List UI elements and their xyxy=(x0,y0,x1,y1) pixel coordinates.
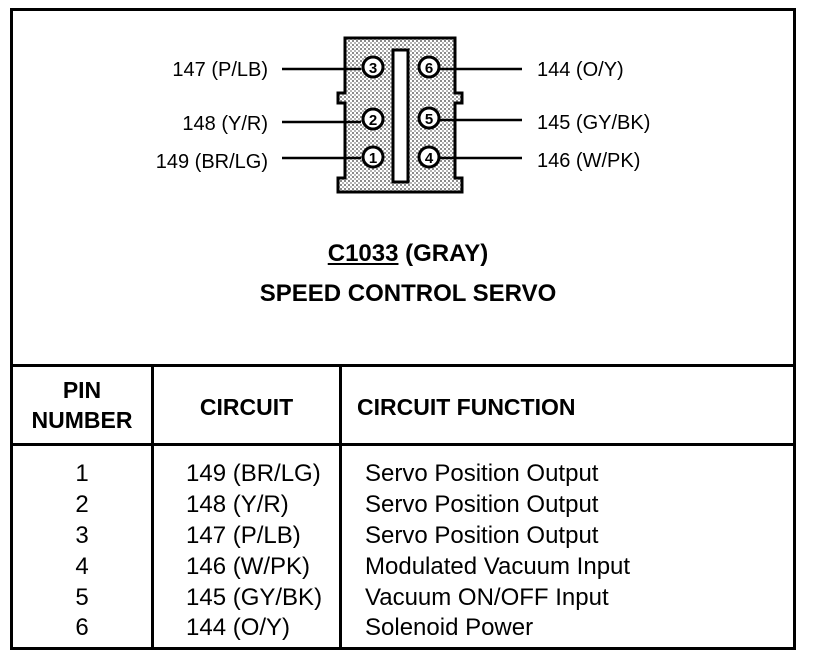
pin-2-circuit-label: 148 (Y/R) xyxy=(182,113,268,135)
row-pin: 4 xyxy=(75,553,89,580)
pin-5-circuit-label: 145 (GY/BK) xyxy=(537,112,650,134)
connector-title: C1033 (GRAY) xyxy=(0,240,816,268)
column-divider-1 xyxy=(151,364,154,650)
pin-6-marker: 6 xyxy=(417,55,441,79)
row-circuit: 145 (GY/BK) xyxy=(186,584,323,611)
row-function: Modulated Vacuum Input xyxy=(365,553,631,580)
pin-4-marker: 4 xyxy=(417,145,441,169)
row-function: Vacuum ON/OFF Input xyxy=(365,584,609,611)
pin-1-circuit-label: 149 (BR/LG) xyxy=(156,151,268,173)
pin-1-number: 1 xyxy=(369,150,377,167)
pin-5-number: 5 xyxy=(425,111,433,128)
pin-4-number: 4 xyxy=(425,150,434,167)
row-circuit: 149 (BR/LG) xyxy=(186,460,321,487)
header-circuit: CIRCUIT xyxy=(199,394,294,420)
row-function: Servo Position Output xyxy=(365,460,599,487)
row-circuit: 146 (W/PK) xyxy=(186,553,311,580)
section-divider xyxy=(10,364,796,367)
row-function: Servo Position Output xyxy=(365,522,599,549)
pin-2-number: 2 xyxy=(369,112,377,129)
column-divider-2 xyxy=(339,364,342,650)
connector-key-slot xyxy=(391,48,410,184)
row-pin: 5 xyxy=(75,584,89,611)
connector-diagram: 3 2 1 6 5 4 147 (P/LB) 148 (Y/R) 149 (BR… xyxy=(156,36,650,194)
row-circuit: 144 (O/Y) xyxy=(186,614,291,641)
connector-name: SPEED CONTROL SERVO xyxy=(259,280,557,307)
header-pin-number: PIN NUMBER xyxy=(13,375,151,435)
row-circuit: 147 (P/LB) xyxy=(186,522,301,549)
outer-frame xyxy=(10,8,796,650)
pin-3-number: 3 xyxy=(369,60,377,77)
header-circuit-function: CIRCUIT FUNCTION xyxy=(357,394,576,420)
row-function: Solenoid Power xyxy=(365,614,534,641)
row-circuit: 148 (Y/R) xyxy=(186,491,289,518)
pin-6-circuit-label: 144 (O/Y) xyxy=(537,59,624,81)
pin-3-marker: 3 xyxy=(361,55,385,79)
connector-code: C1033 xyxy=(327,240,399,267)
pin-2-marker: 2 xyxy=(361,107,385,131)
header-pin-line2: NUMBER xyxy=(31,407,133,433)
pin-5-marker: 5 xyxy=(417,106,441,130)
pin-1-marker: 1 xyxy=(361,145,385,169)
row-pin: 2 xyxy=(75,491,89,518)
connector-color: (GRAY) xyxy=(405,240,489,267)
pin-6-number: 6 xyxy=(425,60,433,77)
row-function: Servo Position Output xyxy=(365,491,599,518)
row-pin: 6 xyxy=(75,614,89,641)
pin-3-circuit-label: 147 (P/LB) xyxy=(172,59,268,81)
row-pin: 1 xyxy=(75,460,89,487)
table-header-divider xyxy=(10,443,796,446)
header-pin-line1: PIN xyxy=(62,377,102,403)
pin-4-circuit-label: 146 (W/PK) xyxy=(537,150,640,172)
row-pin: 3 xyxy=(75,522,89,549)
